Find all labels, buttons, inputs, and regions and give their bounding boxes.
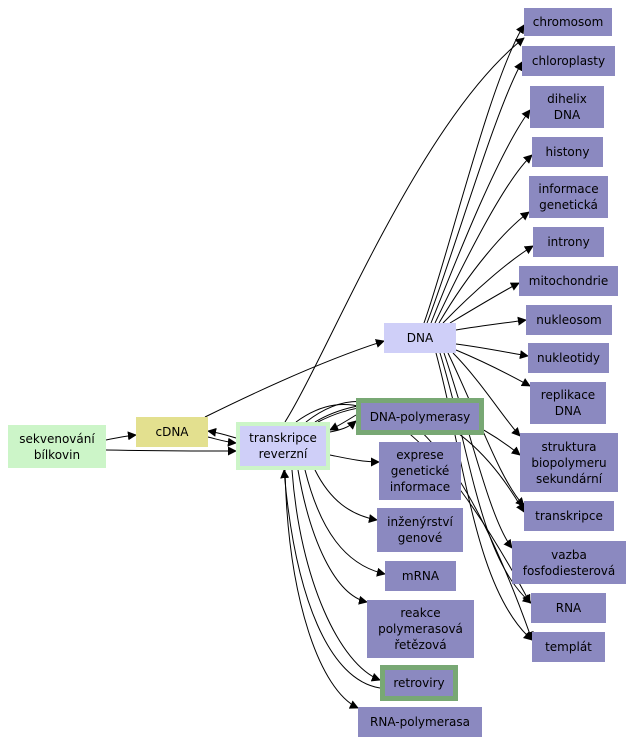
edge-dna-dihelix <box>430 109 531 324</box>
edge-transrev-rnapol <box>284 469 359 709</box>
edge-retroviry-transrev <box>280 469 381 689</box>
node-chloroplasty[interactable]: chloroplasty <box>522 46 615 76</box>
node-label: DNA-polymerasy <box>369 409 471 424</box>
node-dihelix-dna[interactable]: dihelix DNA <box>530 86 604 128</box>
edge-transrev-dnapol <box>329 420 357 433</box>
node-replikace-dna[interactable]: replikace DNA <box>530 382 606 424</box>
node-label: inženýrství genové <box>387 515 453 545</box>
edge-dna-replikace <box>455 349 531 387</box>
node-label: cDNA <box>155 425 189 439</box>
node-inzenyrstvi-genove[interactable]: inženýrství genové <box>377 508 463 552</box>
node-dna-polymerasy[interactable]: DNA-polymerasy <box>356 398 484 435</box>
node-nukleosom[interactable]: nukleosom <box>526 305 612 335</box>
node-label: transkripce reverzní <box>249 431 317 461</box>
edge-transrev-reakce <box>297 469 368 605</box>
node-chromosom[interactable]: chromosom <box>524 8 612 36</box>
edge-dna-nukleotidy <box>455 343 529 360</box>
node-dna[interactable]: DNA <box>384 323 456 353</box>
node-sekvenovani-bilkovin[interactable]: sekvenování bílkovin <box>8 425 106 468</box>
edge-dna-mitochondrie <box>449 282 520 324</box>
edge-dna-nukleosom <box>455 316 527 331</box>
edge-transrev-exprese <box>329 454 380 467</box>
edge-dna-chloroplasty <box>426 61 523 324</box>
node-label: chloroplasty <box>531 54 606 68</box>
edge-transrev-inzenyrstvi <box>314 469 378 523</box>
edge-cdna-dna <box>204 339 385 418</box>
node-rna[interactable]: RNA <box>531 593 606 623</box>
node-cdna[interactable]: cDNA <box>136 417 208 447</box>
node-informace-geneticka[interactable]: informace genetická <box>529 176 608 218</box>
edge-dna-chromosom <box>423 24 525 324</box>
edge-dna-struktura <box>452 352 521 437</box>
node-label: exprese genetické informace <box>389 448 451 494</box>
node-label: introny <box>547 235 590 249</box>
edge-dna-histony <box>434 154 533 324</box>
node-nukleotidy[interactable]: nukleotidy <box>528 343 609 373</box>
node-label: nukleosom <box>536 313 602 327</box>
node-introny[interactable]: introny <box>533 227 604 257</box>
edge-transrev-cdna <box>207 427 237 439</box>
edge-dna-transkripce <box>447 352 525 507</box>
node-exprese-geneticke-informace[interactable]: exprese genetické informace <box>379 442 461 500</box>
node-reakce-polymerasova[interactable]: reakce polymerasová řetězová <box>367 600 474 658</box>
node-label: vazba fosfodiesterová <box>522 547 616 578</box>
node-label: histony <box>545 145 590 159</box>
node-label: informace genetická <box>538 182 599 212</box>
node-label: transkripce <box>535 509 603 523</box>
node-mrna[interactable]: mRNA <box>385 561 456 591</box>
node-transkripce[interactable]: transkripce <box>524 501 614 531</box>
node-label: templát <box>545 640 592 654</box>
node-transkripce-reverzni[interactable]: transkripce reverzní <box>236 422 330 470</box>
node-label: chromosom <box>532 15 604 29</box>
edge-cdna-transrev <box>207 436 237 447</box>
node-label: mRNA <box>401 569 440 583</box>
node-label: reakce polymerasová řetězová <box>378 606 463 652</box>
edge-sekvenovani-transrev <box>105 446 237 456</box>
node-label: retroviry <box>393 676 445 690</box>
node-mitochondrie[interactable]: mitochondrie <box>519 266 618 296</box>
edge-dna-vazba <box>443 352 513 549</box>
edge-dna-introny <box>442 245 534 324</box>
node-rna-polymerasa[interactable]: RNA-polymerasa <box>358 707 482 737</box>
node-label: DNA <box>406 331 434 345</box>
edge-sekvenovani-cdna <box>105 431 137 441</box>
node-histony[interactable]: histony <box>532 137 603 167</box>
node-label: RNA-polymerasa <box>370 715 470 729</box>
node-label: replikace DNA <box>540 388 596 418</box>
edge-transrev-mrna <box>304 469 386 577</box>
edge-transrev-retroviry <box>291 469 381 682</box>
node-templat[interactable]: templát <box>532 632 605 662</box>
edge-transrev-chromosom <box>284 37 525 423</box>
edge-dna-informace <box>438 211 530 324</box>
node-label: dihelix DNA <box>547 92 587 122</box>
node-retroviry[interactable]: retroviry <box>380 665 458 701</box>
node-struktura-biopolymeru[interactable]: struktura biopolymeru sekundární <box>520 433 618 492</box>
edge-dna-templat <box>435 352 533 641</box>
edge-dnapol-transrev <box>329 414 357 431</box>
node-label: mitochondrie <box>528 274 609 288</box>
node-label: struktura biopolymeru sekundární <box>531 439 607 486</box>
node-label: RNA <box>555 601 582 615</box>
node-vazba-fosfodiesterova[interactable]: vazba fosfodiesterová <box>512 541 626 584</box>
node-label: nukleotidy <box>537 351 600 365</box>
node-label: sekvenování bílkovin <box>19 431 95 462</box>
